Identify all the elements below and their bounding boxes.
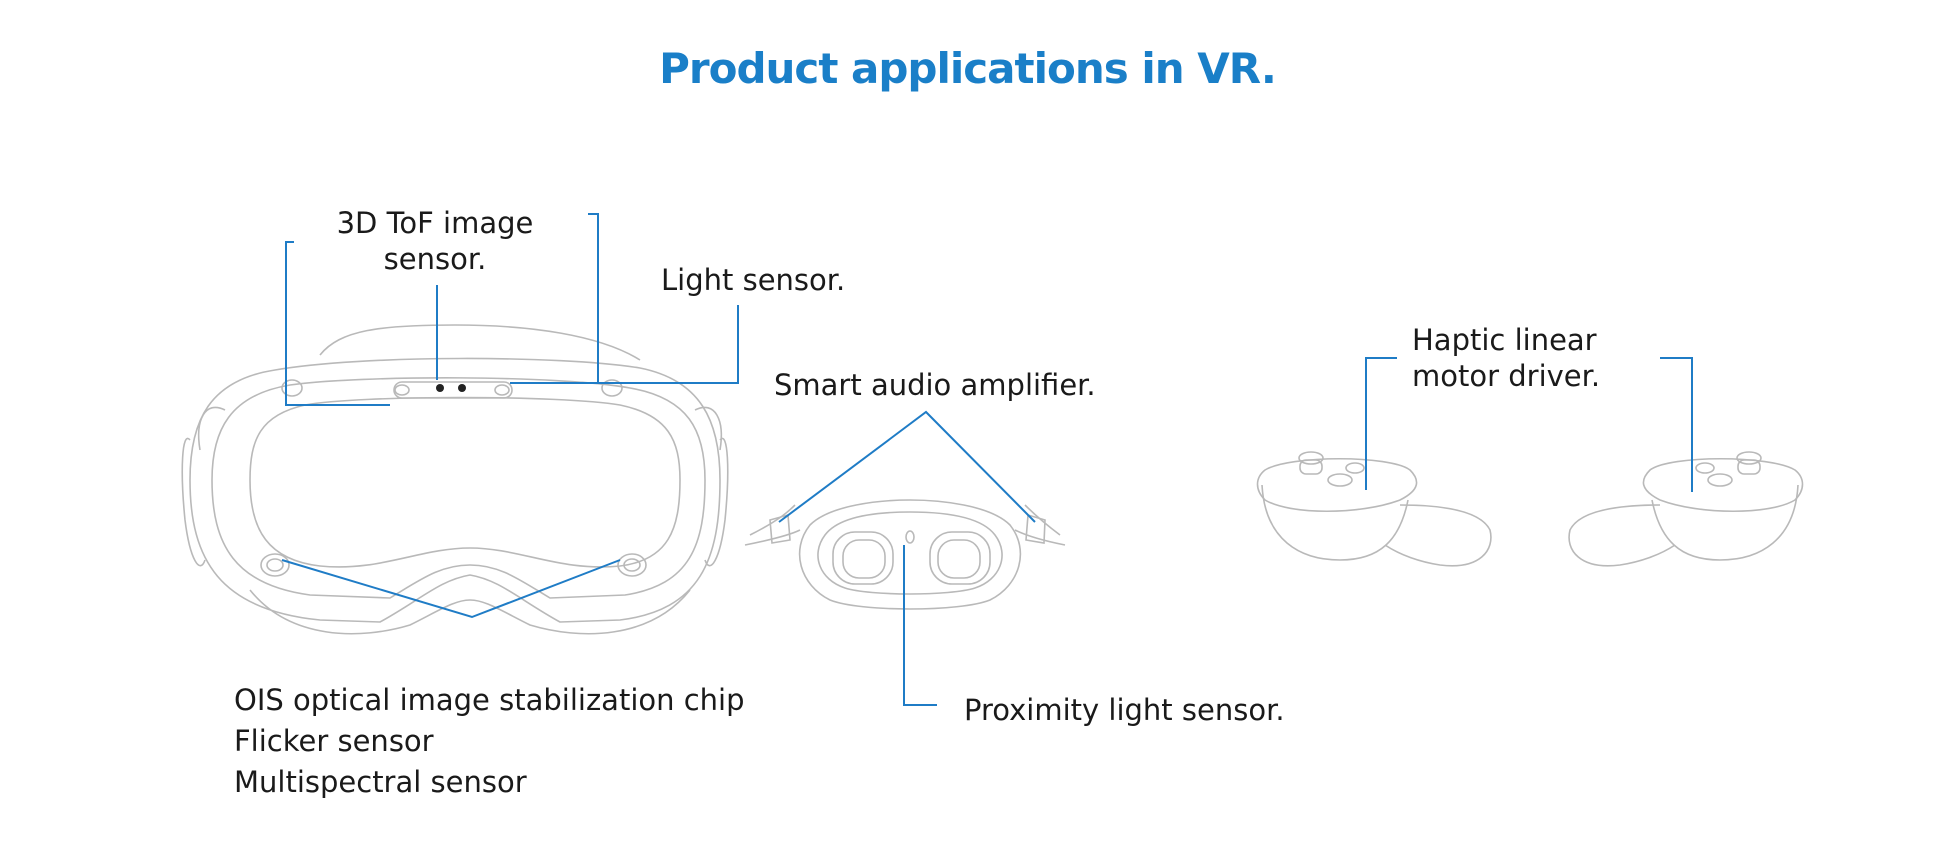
leader-tof-right	[588, 213, 602, 384]
label-light-sensor: Light sensor.	[661, 263, 846, 297]
leader-ois	[281, 559, 621, 619]
leader-haptic-left	[1365, 357, 1397, 490]
controller-left	[1256, 451, 1492, 567]
leader-tof-left	[285, 241, 390, 406]
leader-haptic-right	[1660, 357, 1693, 492]
page-title: Product applications in VR.	[659, 44, 1277, 93]
controller-right	[1568, 451, 1804, 567]
label-ois-chip: OIS optical image stabilization chip	[234, 683, 745, 717]
leader-lines	[281, 213, 1693, 706]
label-proximity-sensor: Proximity light sensor.	[964, 693, 1285, 727]
leader-light	[510, 305, 739, 384]
label-haptic-driver: Haptic linear motor driver.	[1412, 323, 1601, 393]
label-flicker-sensor: Flicker sensor	[234, 724, 434, 758]
leader-proximity	[903, 545, 937, 706]
label-multispectral-sensor: Multispectral sensor	[234, 765, 527, 799]
label-smart-audio-amplifier: Smart audio amplifier.	[774, 368, 1096, 402]
leader-amplifier	[778, 410, 1036, 523]
label-tof-sensor: 3D ToF image sensor.	[336, 206, 534, 276]
headset-back	[744, 499, 1066, 610]
headset-front	[181, 324, 729, 635]
